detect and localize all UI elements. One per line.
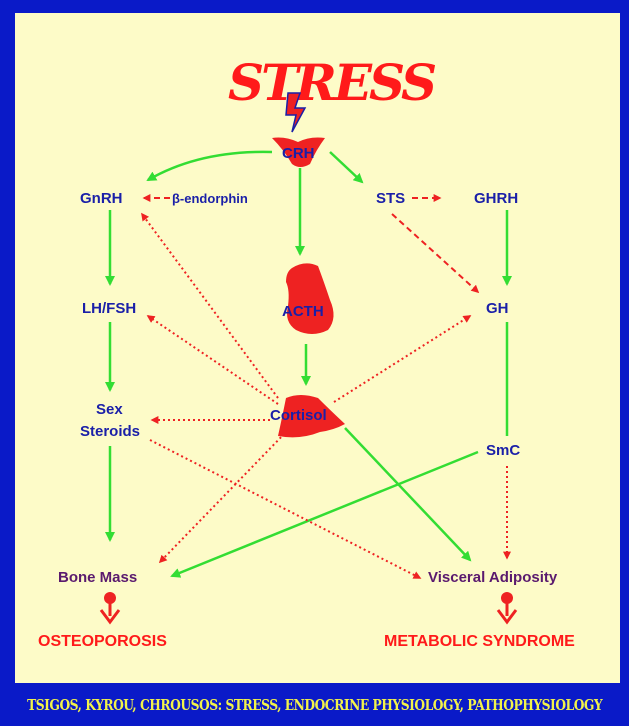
pituitary-shape	[286, 263, 334, 334]
outcome-arrow-right	[498, 592, 516, 622]
arrow-sts-gh	[392, 214, 478, 292]
outcome-osteoporosis: OSTEOPOROSIS	[38, 633, 167, 650]
citation-text: TSIGOS, KYROU, CHROUSOS: STRESS, ENDOCRI…	[27, 696, 602, 714]
outcome-metabolic-syndrome: METABOLIC SYNDROME	[384, 633, 575, 650]
node-bone-mass: Bone Mass	[58, 569, 137, 586]
arrow-crh-sts	[330, 152, 362, 182]
node-acth: ACTH	[282, 303, 324, 320]
outcome-arrow-left	[101, 592, 119, 622]
citation-footer: TSIGOS, KYROU, CHROUSOS: STRESS, ENDOCRI…	[0, 684, 629, 726]
arrow-cortisol-visceral	[345, 428, 470, 560]
node-gh: GH	[486, 300, 509, 317]
node-gnrh: GnRH	[80, 190, 123, 207]
stress-title: STRESS	[228, 53, 436, 112]
arrow-sexsteroids-visceral	[150, 440, 420, 578]
node-sex-steroids-line1: Sex	[96, 401, 123, 418]
node-sts: STS	[376, 190, 405, 207]
node-beta-endorphin: β-endorphin	[172, 191, 248, 206]
node-crh: CRH	[282, 145, 315, 162]
arrow-cortisol-gh	[334, 316, 470, 402]
node-ghrh: GHRH	[474, 190, 518, 207]
arrow-crh-gnrh	[148, 152, 272, 180]
node-smc: SmC	[486, 442, 520, 459]
node-sex-steroids-line2: Steroids	[80, 423, 140, 440]
node-visceral-adiposity: Visceral Adiposity	[428, 569, 558, 586]
arrow-smc-bonemass	[172, 452, 478, 576]
arrow-cortisol-gnrh	[142, 214, 278, 398]
arrow-cortisol-bonemass	[160, 430, 288, 562]
arrow-cortisol-lhfsh	[148, 316, 278, 404]
node-cortisol: Cortisol	[270, 407, 327, 424]
inhibitory-arrows	[142, 198, 507, 578]
node-lh-fsh: LH/FSH	[82, 300, 136, 317]
stimulatory-arrows	[110, 152, 507, 576]
